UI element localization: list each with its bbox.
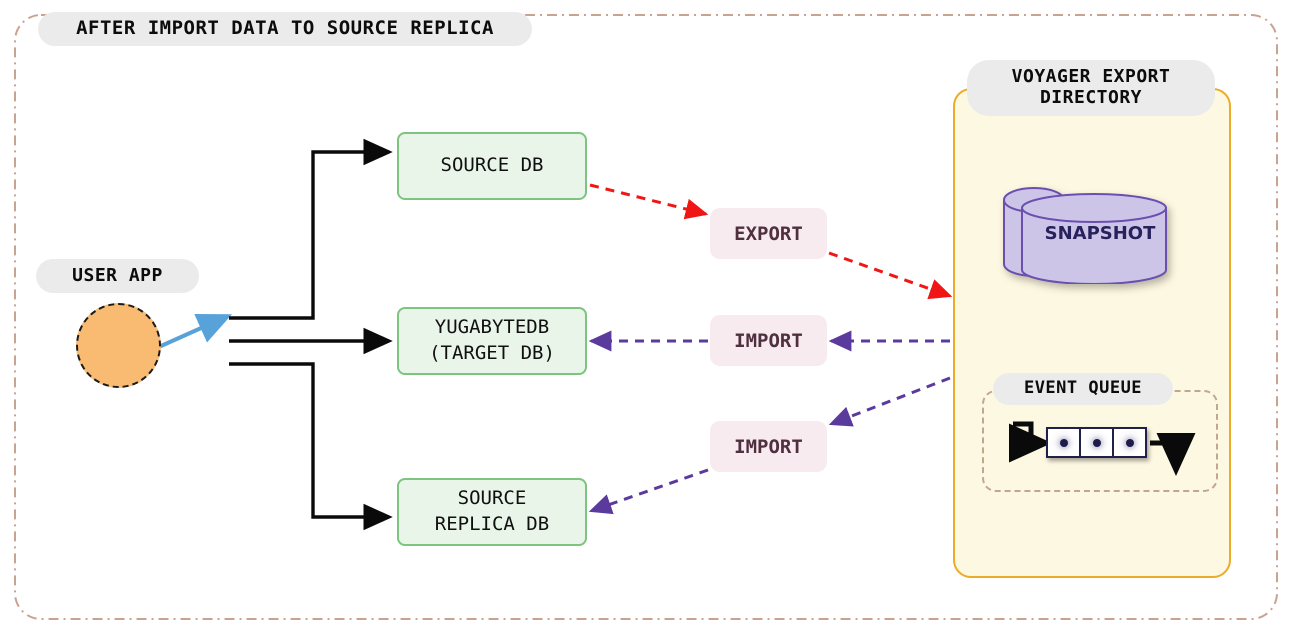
user-app-connector (151, 314, 233, 352)
user-app-node (76, 303, 161, 388)
node-source-replica-db-line2: REPLICA DB (434, 513, 550, 535)
event-dot-icon (1125, 438, 1134, 447)
event-queue-out-arrow (1150, 433, 1196, 476)
action-chip-import-1-label: IMPORT (734, 329, 803, 352)
edge-import-2-to-source-replica (588, 468, 709, 515)
voyager-export-directory-label: VOYAGER EXPORT DIRECTORY (967, 60, 1215, 116)
page-title-text: AFTER IMPORT DATA TO SOURCE REPLICA (76, 17, 494, 40)
node-source-replica-db: SOURCE REPLICA DB (397, 478, 587, 546)
event-queue-in-arrow (1009, 421, 1052, 463)
edge-userapp-to-source-replica (229, 362, 393, 531)
event-queue-cell (1079, 427, 1114, 458)
action-chip-export-label: EXPORT (734, 222, 803, 245)
edge-source-db-to-export (589, 183, 709, 220)
action-chip-import-1: IMPORT (710, 315, 827, 366)
edge-export-to-voyager (828, 251, 953, 300)
event-queue-cell (1046, 427, 1081, 458)
node-yugabytedb-line1: YUGABYTEDB (434, 316, 550, 339)
node-source-db: SOURCE DB (397, 132, 587, 200)
voyager-title-line1: VOYAGER EXPORT (1011, 66, 1171, 88)
edge-voyager-to-import-2 (828, 376, 951, 427)
event-queue-cells (1046, 427, 1147, 458)
node-yugabytedb: YUGABYTEDB (TARGET DB) (397, 307, 587, 375)
action-chip-import-2: IMPORT (710, 421, 827, 472)
voyager-export-directory (953, 88, 1231, 578)
database-cylinder-icon (1003, 187, 1167, 284)
event-queue-label: EVENT QUEUE (993, 373, 1173, 405)
voyager-title-line2: DIRECTORY (1039, 87, 1143, 108)
event-dot-icon (1059, 438, 1068, 447)
page-title: AFTER IMPORT DATA TO SOURCE REPLICA (38, 12, 532, 46)
event-queue-cell (1112, 427, 1147, 458)
node-source-replica-db-line1: SOURCE (457, 487, 527, 510)
user-app-label: USER APP (36, 259, 199, 293)
event-dot-icon (1092, 438, 1101, 447)
event-queue-label-text: EVENT QUEUE (1023, 378, 1143, 399)
action-chip-import-2-label: IMPORT (734, 435, 803, 458)
action-chip-export: EXPORT (710, 208, 827, 259)
outer-frame-border (14, 14, 1278, 620)
edge-userapp-to-source-db (229, 138, 393, 320)
node-source-db-line1: SOURCE DB (440, 154, 544, 177)
user-app-label-text: USER APP (72, 264, 163, 286)
node-yugabytedb-line2: (TARGET DB) (429, 342, 555, 364)
